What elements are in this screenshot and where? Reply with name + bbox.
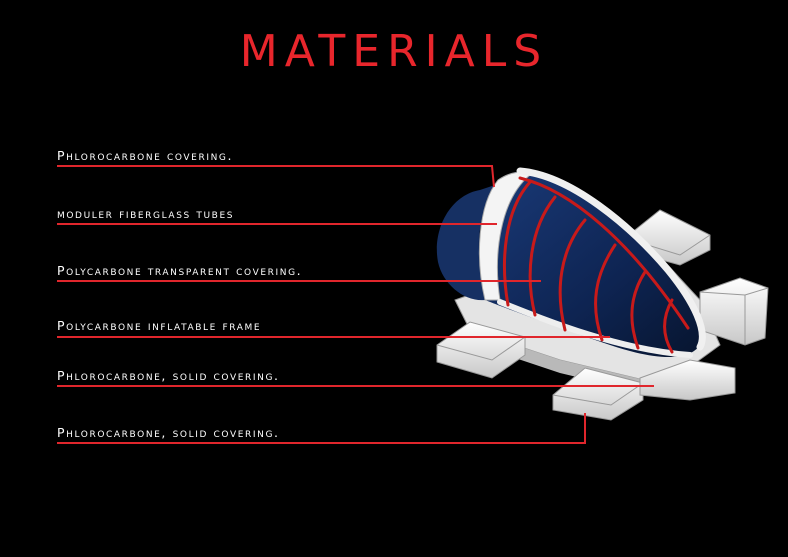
label-phlorocarbone-solid-covering-1: Phlorocarbone, solid covering. [57,368,280,383]
label-polycarbone-transparent-covering: Polycarbone transparent covering. [57,263,303,278]
label-polycarbone-inflatable-frame: Polycarbone inflatable frame [57,318,262,333]
support-block-right [699,277,769,346]
support-block-front [639,359,736,401]
page-title: MATERIALS [239,26,549,77]
label-phlorocarbone-covering: Phlorocarbone covering. [57,148,234,163]
leader-lines [57,165,654,444]
label-phlorocarbone-solid-covering-2: Phlorocarbone, solid covering. [57,425,280,440]
leader-line-1 [57,165,495,188]
fiberglass-tubes [503,176,690,354]
leader-line-6 [57,413,586,444]
dome [436,167,706,358]
support-block-bottom [552,367,644,421]
label-fiberglass-tubes: moduler fiberglass tubes [57,206,235,221]
